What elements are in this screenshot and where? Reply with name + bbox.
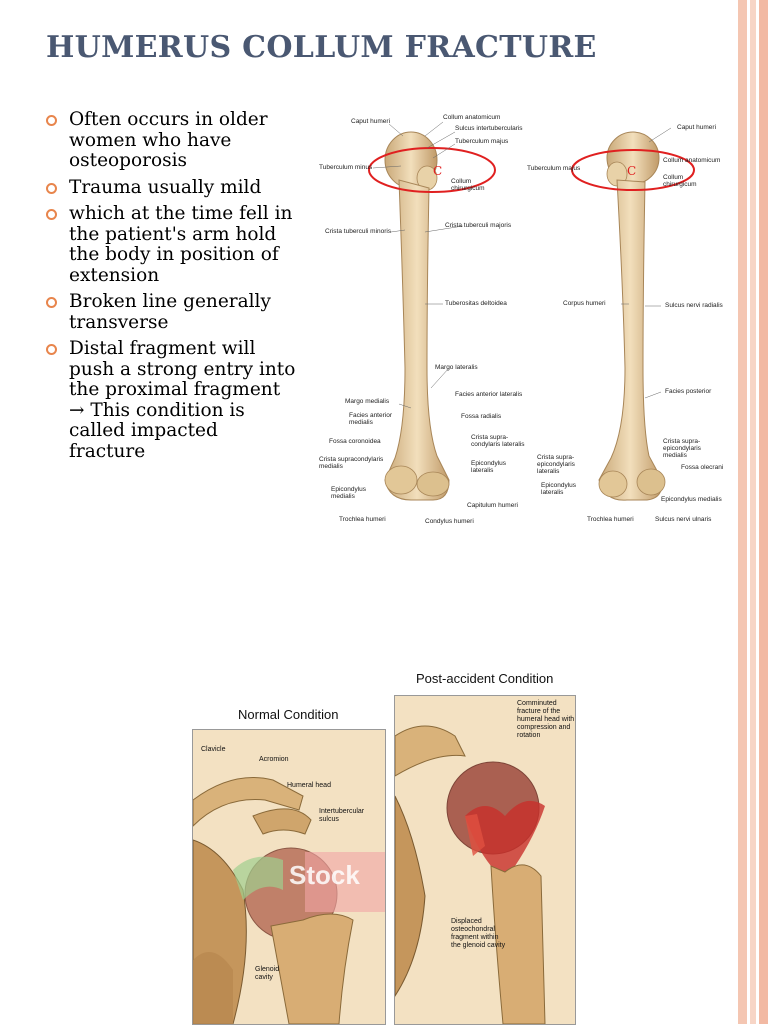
bullet-text: Broken line generally transverse [69,291,271,333]
label-tuberositas-deltoidea: Tuberositas deltoidea [445,300,507,307]
post-accident-panel: Comminuted fracture of the humeral head … [394,695,576,1025]
label-fossa-coronoidea: Fossa coronoidea [329,438,381,445]
collum-highlight-circle [571,149,695,191]
fractured-shoulder-illustration [395,696,575,1024]
label-trochlea-humeri-posterior: Trochlea humeri [587,516,634,523]
label-sulcus-nervi-radialis: Sulcus nervi radialis [665,302,723,309]
label-crista-supraepicondylaris-medialis: Crista supra-epicondylaris medialis [663,438,701,459]
label-sulcus-intertubercularis: Sulcus intertubercularis [455,125,523,132]
label-trochlea-humeri: Trochlea humeri [339,516,386,523]
label-epicondylus-lateralis: Epicondylus lateralis [471,460,507,474]
label-humeral-head: Humeral head [287,782,331,789]
shoulder-fracture-figure: Normal Condition Post-accident Condition… [188,665,578,1025]
label-tuberculum-minus: Tuberculum minus [319,164,373,171]
bullet-text: Distal fragment will push a strong entry… [69,338,296,462]
normal-condition-title: Normal Condition [238,707,339,722]
label-intertubercular-sulcus: Intertubercular sulcus [319,808,365,823]
label-glenoid-cavity: Glenoid cavity [255,966,280,981]
bullet-text: Trauma usually mild [69,176,262,198]
label-crista-supracondylaris-lateralis: Crista supra-condylaris lateralis [471,434,525,448]
label-crista-supracondylaris-medialis: Crista supracondylaris medialis [319,456,384,470]
bullet-list: Often occurs in older women who have ost… [46,109,296,468]
label-margo-medialis: Margo medialis [345,398,390,405]
label-capitulum-humeri: Capitulum humeri [467,502,518,509]
bullet-icon [46,209,57,220]
humerus-posterior-bone [598,131,666,501]
label-corpus-humeri: Corpus humeri [563,300,606,307]
label-comminuted-fracture: Comminuted fracture of the humeral head … [517,700,575,739]
bullet-icon [46,182,57,194]
label-margo-lateralis: Margo lateralis [435,364,478,371]
bullet-item: Broken line generally transverse [46,291,296,333]
label-crista-supraepicondylaris-lateralis: Crista supra-epicondylaris lateralis [537,454,575,475]
label-leader-lines [372,121,672,409]
bullet-item: which at the time fell in the patient's … [46,203,296,286]
label-epicondylus-medialis: Epicondylus medialis [331,486,367,500]
label-crista-tuberculi-minoris: Crista tuberculi minoris [325,228,392,235]
bullet-item: Distal fragment will push a strong entry… [46,338,296,462]
label-caput-humeri-posterior: Caput humeri [677,124,717,131]
decorative-stripe [750,0,756,1024]
humerus-anterior-bone [384,131,450,501]
bullet-icon [46,115,57,126]
bullet-text: which at the time fell in the patient's … [69,203,293,286]
label-crista-tuberculi-majoris: Crista tuberculi majoris [445,222,512,229]
collum-highlight-circle [368,147,496,193]
label-acromion: Acromion [259,756,289,763]
slide-title: HUMERUS COLLUM FRACTURE [46,30,597,65]
label-tuberculum-majus-posterior: Tuberculum majus [527,165,581,172]
decorative-stripe [738,0,747,1024]
bullet-icon [46,297,57,308]
label-fossa-radialis: Fossa radialis [461,413,502,420]
bullet-item: Often occurs in older women who have ost… [46,109,296,172]
humerus-anatomy-figure: Caput humeri Collum anatomicum Sulcus in… [315,108,725,528]
label-facies-anterior-medialis: Facies anterior medialis [349,412,392,426]
label-facies-anterior-lateralis: Facies anterior lateralis [455,391,523,398]
post-accident-title: Post-accident Condition [416,671,554,686]
bullet-text: Often occurs in older women who have ost… [69,109,268,171]
normal-shoulder-illustration [193,730,385,1024]
humerus-bones-illustration [368,121,695,501]
marker-c-right: C [627,164,637,178]
label-collum-chirurgicum: Collum chirurgicum [451,178,485,192]
marker-c-left: C [433,164,443,178]
label-displaced-fragment: Displaced osteochondral fragment within … [451,918,506,949]
normal-condition-panel: Clavicle Acromion Humeral head Intertube… [192,729,386,1025]
label-epicondylus-medialis-posterior: Epicondylus medialis [661,496,722,503]
label-fossa-olecrani: Fossa olecrani [681,464,724,471]
watermark-text: Stock [289,860,360,890]
label-tuberculum-majus: Tuberculum majus [455,138,509,145]
label-sulcus-nervi-ulnaris: Sulcus nervi ulnaris [655,516,712,523]
label-facies-posterior: Facies posterior [665,388,712,395]
bullet-item: Trauma usually mild [46,176,296,199]
decorative-stripe [759,0,768,1024]
label-epicondylus-lateralis-posterior: Epicondylus lateralis [541,482,577,496]
label-collum-chirurgicum-posterior: Collum chirurgicum [663,174,697,188]
label-collum-anatomicum-posterior: Collum anatomicum [663,157,721,164]
label-clavicle: Clavicle [201,746,226,753]
label-condylus-humeri: Condylus humeri [425,518,474,525]
label-collum-anatomicum: Collum anatomicum [443,114,501,121]
bullet-icon [46,344,57,355]
label-caput-humeri: Caput humeri [351,118,391,125]
